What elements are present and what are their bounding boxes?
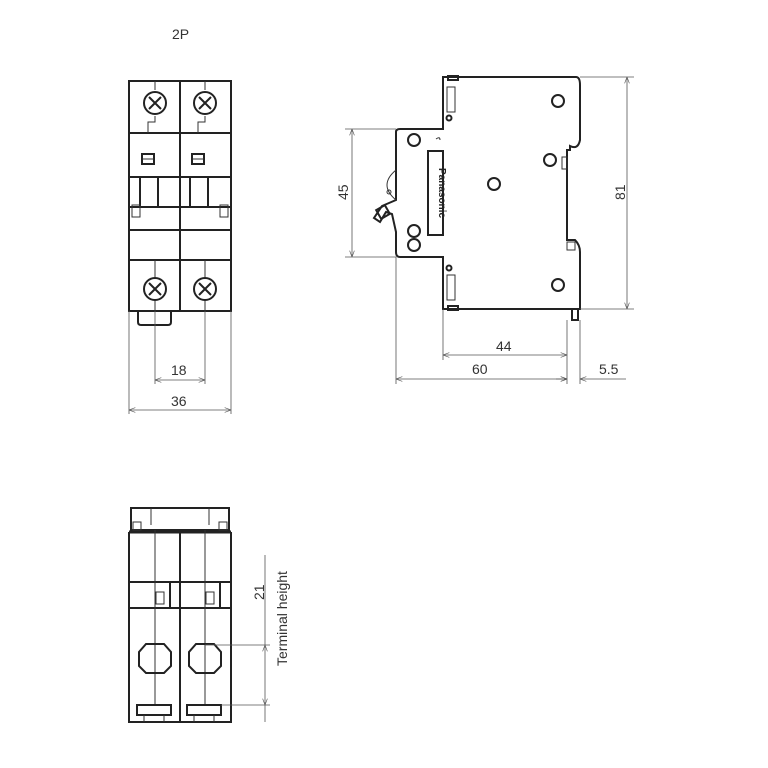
dim-pitch-label: 18 — [171, 362, 187, 378]
side-view: Panasonic — [345, 75, 634, 384]
terminal-height-label: Terminal height — [274, 571, 290, 666]
screw-icon — [143, 91, 217, 301]
title-2p: 2P — [172, 26, 189, 42]
dim-front-height-label: 45 — [335, 184, 351, 200]
dim-rail-offset-label: 5.5 — [599, 361, 619, 377]
dim-body-depth-label: 44 — [496, 338, 512, 354]
dim-width-label: 36 — [171, 393, 187, 409]
brand-logo: Panasonic — [436, 168, 447, 218]
dim-total-depth-label: 60 — [472, 361, 488, 377]
front-view — [128, 80, 232, 414]
dim-total-height-label: 81 — [612, 184, 628, 200]
bottom-view — [128, 507, 270, 723]
dim-terminal-label: 21 — [251, 584, 267, 600]
